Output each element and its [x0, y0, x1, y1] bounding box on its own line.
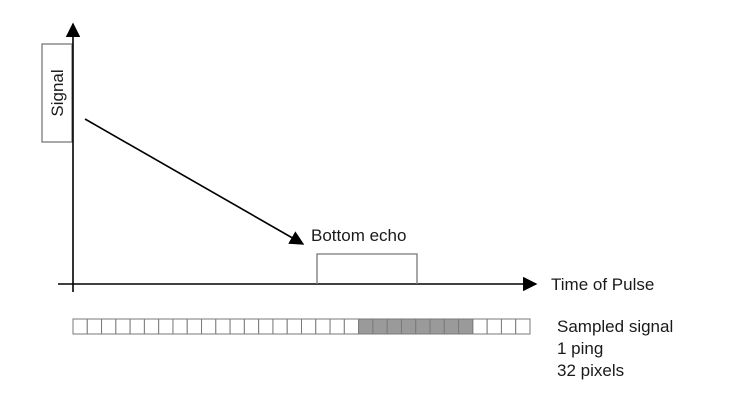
pixel — [301, 318, 317, 335]
x-axis-label: Time of Pulse — [551, 275, 654, 294]
y-axis-label-box — [41, 43, 73, 143]
pixel — [500, 318, 517, 335]
bottom-echo-label: Bottom echo — [311, 226, 406, 245]
pixel — [329, 318, 345, 335]
pixel — [258, 318, 274, 335]
pixel — [86, 318, 103, 335]
pixel — [129, 318, 145, 335]
y-axis-label: Signal — [48, 69, 67, 116]
echo-pixel — [458, 318, 474, 335]
pixel — [315, 318, 331, 335]
pixel — [115, 318, 131, 335]
pixel — [515, 318, 531, 335]
pixel-count-label: 32 pixels — [557, 361, 624, 380]
pixel — [158, 318, 174, 335]
pixel — [201, 318, 217, 335]
pixel — [72, 318, 88, 335]
pixel — [243, 318, 260, 335]
echo-pixel — [372, 318, 388, 335]
pixel — [101, 318, 117, 335]
echo-pixel — [443, 318, 460, 335]
pixel — [486, 318, 502, 335]
ping-count-label: 1 ping — [557, 339, 603, 358]
pixel — [172, 318, 188, 335]
pixel — [272, 318, 288, 335]
echo-pixel — [415, 318, 431, 335]
sampled-signal-label: Sampled signal — [557, 317, 673, 336]
pixel — [343, 318, 360, 335]
pixel — [229, 318, 245, 335]
pixel — [186, 318, 203, 335]
pixel — [286, 318, 303, 335]
echo-pixel — [358, 318, 374, 335]
pixel — [143, 318, 160, 335]
pixel — [472, 318, 488, 335]
echo-pixel — [400, 318, 417, 335]
sampled-signal-strip — [72, 318, 531, 335]
pixel — [215, 318, 231, 335]
decay-arrow — [84, 118, 305, 245]
echo-pixel — [386, 318, 402, 335]
echo-pixel — [429, 318, 445, 335]
bottom-echo-pulse — [316, 253, 418, 284]
